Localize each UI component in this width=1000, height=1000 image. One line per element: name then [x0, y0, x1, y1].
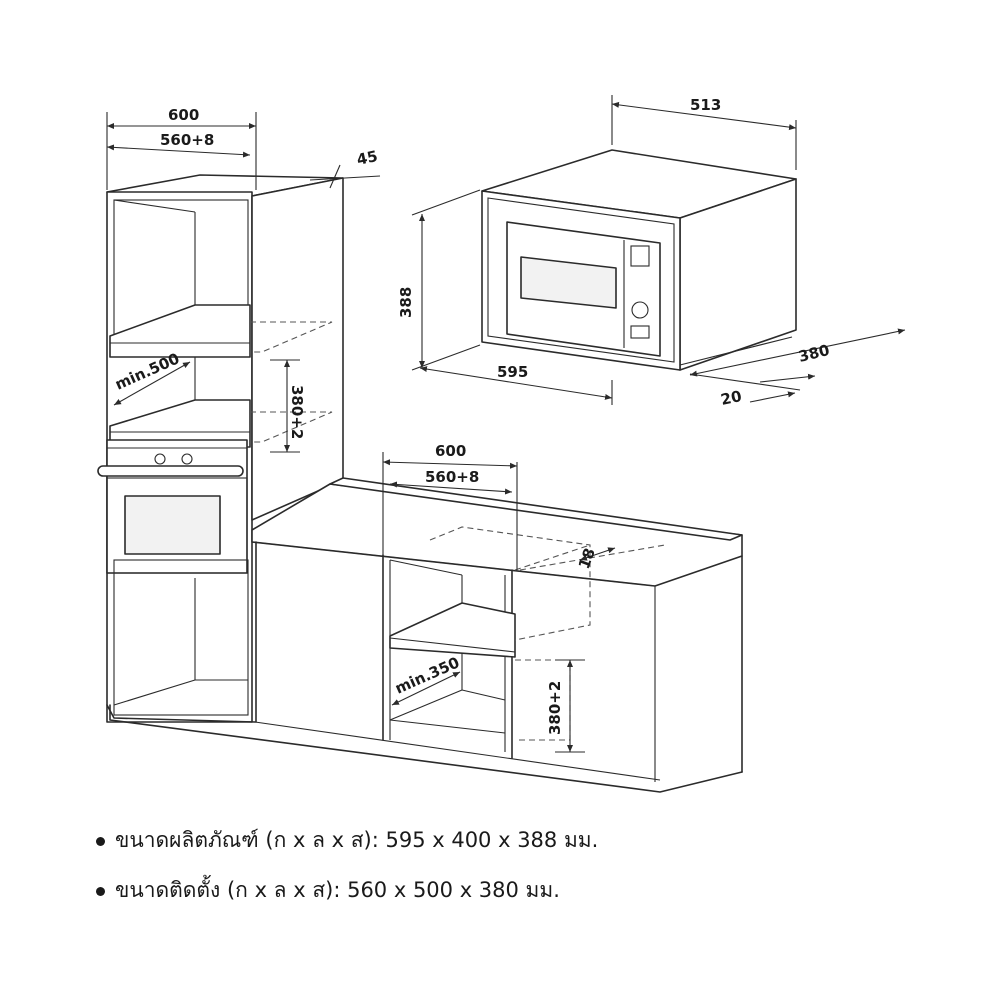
dim-tall-niche-height: 380+2: [288, 385, 306, 439]
dim-mw-front-offset: 20: [719, 387, 743, 409]
dim-base-niche-height: 380+2: [546, 681, 564, 735]
dim-tall-top-offset: 45: [355, 147, 379, 169]
bullet-icon: [96, 886, 105, 896]
dim-mw-height: 388: [397, 287, 415, 318]
built-in-microwave: [481, 149, 797, 371]
dimension-lines: [106, 95, 906, 753]
spec-install-size-text: ขนาดติดตั้ง (ก x ล x ส): 560 x 500 x 380…: [115, 878, 560, 902]
tall-cabinet: [97, 174, 344, 723]
dim-base-inner-width: 560+8: [425, 468, 479, 486]
spec-product-size: ขนาดผลิตภัณฑ์ (ก x ล x ส): 595 x 400 x 3…: [96, 824, 598, 857]
dim-tall-outer-width: 600: [168, 106, 199, 124]
dim-tall-inner-width: 560+8: [160, 131, 214, 149]
dim-mw-depth: 513: [690, 96, 721, 114]
bullet-icon: [96, 836, 105, 846]
spec-install-size: ขนาดติดตั้ง (ก x ล x ส): 560 x 500 x 380…: [96, 874, 560, 907]
dim-mw-width: 595: [497, 363, 528, 381]
dim-mw-side-depth: 380: [797, 341, 832, 366]
dim-base-outer-width: 600: [435, 442, 466, 460]
spec-product-size-text: ขนาดผลิตภัณฑ์ (ก x ล x ส): 595 x 400 x 3…: [115, 828, 599, 852]
